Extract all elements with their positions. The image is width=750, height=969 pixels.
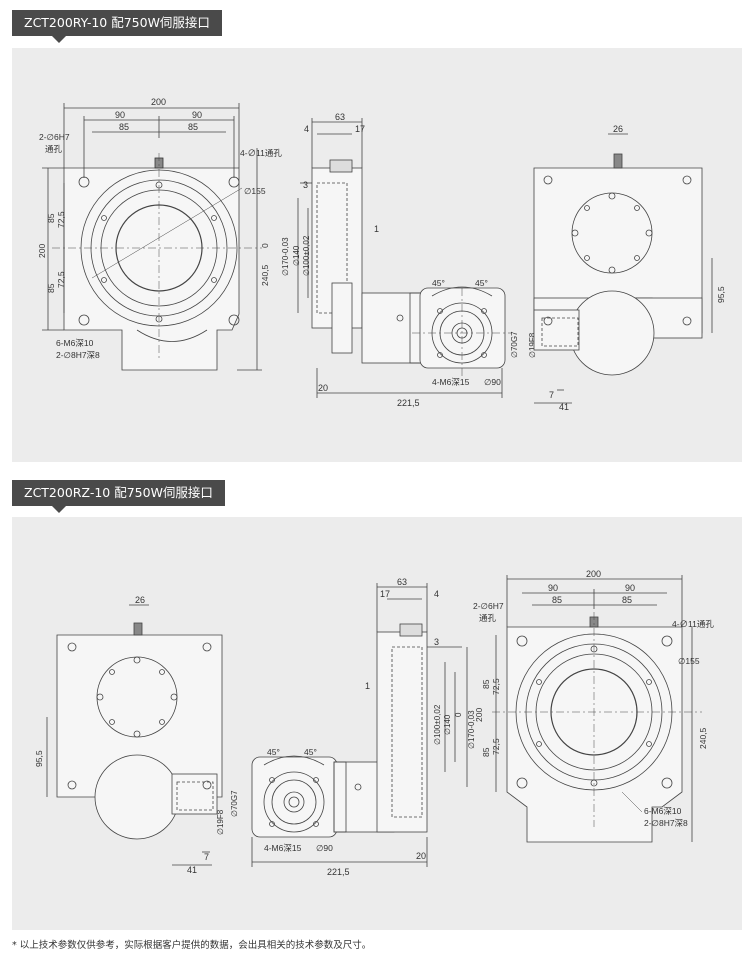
section-1-title: ZCT200RY-10 配750W伺服接口: [12, 10, 222, 43]
s1-d155: ∅155: [244, 186, 266, 196]
s2-m6: 6-M6深10: [644, 806, 682, 816]
s1-a45a: 45°: [432, 278, 445, 288]
s1-s17: 17: [355, 124, 365, 134]
s2-s2215: 221,5: [327, 867, 350, 877]
s1-zero: 0: [260, 243, 270, 248]
s2-s3: 3: [434, 637, 439, 647]
s1-s63: 63: [335, 112, 345, 122]
s1-w200: 200: [151, 97, 166, 107]
s1-m6b: 4-M6深15: [432, 377, 470, 387]
s1-h200: 200: [37, 244, 47, 258]
rear-view-1: [533, 133, 713, 404]
s1-h85b: 85: [46, 283, 56, 293]
s2-h725b: 72,5: [491, 738, 501, 755]
s2-s63: 63: [397, 577, 407, 587]
s2-h85a: 85: [481, 679, 491, 689]
s2-d90: ∅90: [316, 843, 333, 853]
drawing-panel-2: 26 95,5 ∅70G7 ∅19F8 7 41 45° 45° 4-M6深15…: [12, 517, 742, 930]
s1-m6: 6-M6深10: [56, 338, 94, 348]
s2-hole2b: 通孔: [479, 613, 497, 623]
s1-h2405: 240,5: [260, 264, 270, 286]
s2-d70: ∅70G7: [230, 790, 239, 817]
s2-d19: ∅19F8: [216, 809, 225, 835]
s2-l26: 26: [135, 595, 145, 605]
s2-l7: 7: [204, 852, 209, 862]
s1-d100: ∅100±0,02: [302, 235, 311, 276]
s1-s4: 4: [304, 124, 309, 134]
s2-h725a: 72,5: [491, 678, 501, 695]
s2-s1: 1: [365, 681, 370, 691]
s1-h8: 2-∅8H7深8: [56, 350, 100, 360]
s2-w85a: 85: [552, 595, 562, 605]
s2-w90a: 90: [548, 583, 558, 593]
technical-drawing-1: 200 90 90 85 85 2-∅6H7 通孔 4-∅11通孔 ∅155 8…: [37, 97, 726, 412]
s2-a45b: 45°: [304, 747, 317, 757]
s2-s20: 20: [416, 851, 426, 861]
s1-h725b: 72,5: [56, 271, 66, 288]
s1-d140: ∅140: [292, 245, 301, 266]
side-view-1: [297, 118, 512, 398]
s1-h725a: 72,5: [56, 211, 66, 228]
s2-w90b: 90: [625, 583, 635, 593]
s2-l41: 41: [187, 865, 197, 875]
s2-h8: 2-∅8H7深8: [644, 818, 688, 828]
section-2-title: ZCT200RZ-10 配750W伺服接口: [12, 480, 225, 513]
rear-view-2: [46, 604, 223, 866]
s1-w85b: 85: [188, 122, 198, 132]
s2-s17: 17: [380, 589, 390, 599]
s1-d90: ∅90: [484, 377, 501, 387]
s2-w85b: 85: [622, 595, 632, 605]
s1-w90b: 90: [192, 110, 202, 120]
s1-a45b: 45°: [475, 278, 488, 288]
s1-s20: 20: [318, 383, 328, 393]
footnote: * 以上技术参数仅供参考，实际根据客户提供的数据，会出具相关的技术参数及尺寸。: [12, 940, 372, 951]
technical-drawing-2: 26 95,5 ∅70G7 ∅19F8 7 41 45° 45° 4-M6深15…: [34, 569, 714, 877]
s2-hole4: 4-∅11通孔: [672, 619, 714, 629]
s2-a45a: 45°: [267, 747, 280, 757]
s1-w85a: 85: [119, 122, 129, 132]
s1-d19: ∅19F8: [528, 332, 537, 358]
s1-h85a: 85: [46, 213, 56, 223]
s1-hole4: 4-∅11通孔: [240, 148, 282, 158]
s1-r41: 41: [559, 402, 569, 412]
s1-hole2b: 通孔: [45, 144, 63, 154]
s1-hole2: 2-∅6H7: [39, 132, 70, 142]
s1-s3: 3: [303, 180, 308, 190]
s1-d170: ∅170-0,03: [281, 237, 290, 276]
s1-r955: 95,5: [716, 286, 726, 303]
s2-d170: ∅170-0,03: [467, 710, 476, 749]
s1-d70: ∅70G7: [510, 331, 519, 358]
s1-s1: 1: [374, 224, 379, 234]
s2-d140: ∅140: [443, 714, 452, 735]
side-view-2: [251, 583, 468, 867]
s2-m6b: 4-M6深15: [264, 843, 302, 853]
s1-w90a: 90: [115, 110, 125, 120]
s1-r7: 7: [549, 390, 554, 400]
s1-r26: 26: [613, 124, 623, 134]
front-view-2: [492, 575, 702, 843]
front-view-1: [42, 103, 262, 371]
s2-h2405: 240,5: [698, 727, 708, 749]
s2-s4: 4: [434, 589, 439, 599]
s2-h200: 200: [474, 708, 484, 722]
s2-l955: 95,5: [34, 750, 44, 767]
s2-d100: ∅100±0,02: [433, 704, 442, 745]
s2-h85b: 85: [481, 747, 491, 757]
s1-s2215: 221,5: [397, 398, 420, 408]
s2-hole2: 2-∅6H7: [473, 601, 504, 611]
s2-zero: 0: [454, 712, 463, 717]
s2-d155: ∅155: [678, 656, 700, 666]
drawing-panel-1: 200 90 90 85 85 2-∅6H7 通孔 4-∅11通孔 ∅155 8…: [12, 48, 742, 462]
s2-w200: 200: [586, 569, 601, 579]
